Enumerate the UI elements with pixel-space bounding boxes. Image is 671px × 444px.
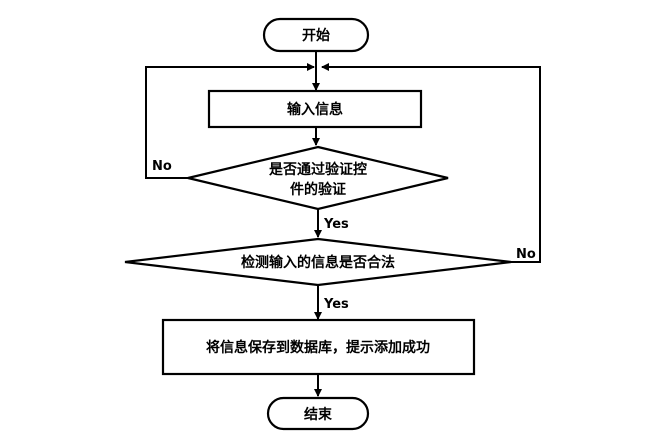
save-process: 将信息保存到数据库，提示添加成功 [161, 318, 476, 376]
check-control-label-line2: 件的验证 [290, 181, 346, 198]
check-legal-decision: 检测输入的信息是否合法 [124, 237, 512, 287]
start-label: 开始 [302, 27, 330, 44]
input-info-process: 输入信息 [207, 89, 423, 129]
start-terminal: 开始 [262, 17, 370, 53]
save-label: 将信息保存到数据库，提示添加成功 [206, 339, 430, 356]
check-legal-yes-label: Yes [323, 297, 349, 312]
input-info-label: 输入信息 [287, 101, 343, 118]
end-label: 结束 [304, 406, 333, 423]
check-control-label-line1: 是否通过验证控 [269, 161, 367, 178]
check-legal-label: 检测输入的信息是否合法 [241, 254, 395, 271]
edge-check-control-no-loop [145, 63, 315, 179]
end-terminal: 结束 [266, 396, 370, 431]
check-control-decision: 是否通过验证控 件的验证 [187, 145, 449, 211]
check-legal-no-label: No [516, 247, 536, 262]
check-control-no-label: No [152, 159, 172, 174]
check-control-yes-label: Yes [323, 217, 349, 232]
edge-check-legal-no-loop [321, 63, 541, 263]
